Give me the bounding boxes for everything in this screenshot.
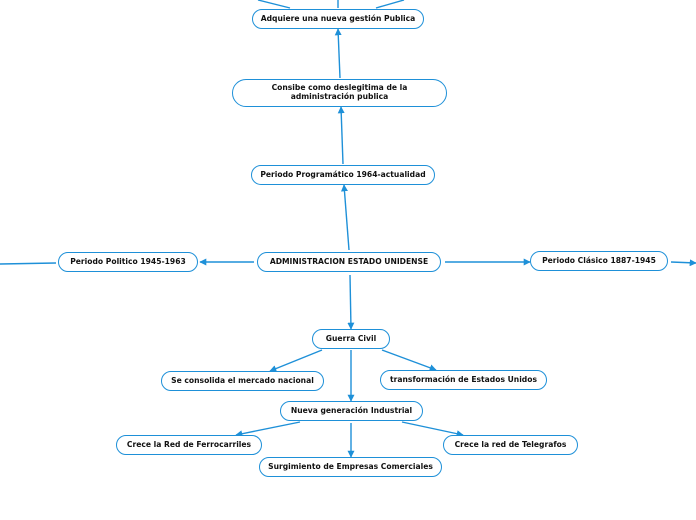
node-mercado-label: Se consolida el mercado nacional xyxy=(171,375,314,385)
edge-adquiere-up-right xyxy=(375,0,405,9)
edge-programatico-consibe xyxy=(337,106,345,165)
node-clasico[interactable]: Periodo Clásico 1887-1945 xyxy=(530,251,668,271)
node-consibe[interactable]: Consibe como deslegitima de la administr… xyxy=(232,79,447,107)
node-programatico-label: Periodo Programático 1964-actualidad xyxy=(260,169,426,179)
edge-consibe-adquiere xyxy=(334,28,342,79)
node-root[interactable]: ADMINISTRACION ESTADO UNIDENSE xyxy=(257,252,441,272)
edge-guerra-mercado xyxy=(269,349,323,372)
node-generacion[interactable]: Nueva generación Industrial xyxy=(280,401,423,421)
node-empresas-label: Surgimiento de Empresas Comerciales xyxy=(268,461,433,471)
node-guerra-label: Guerra Civil xyxy=(325,333,377,343)
node-transformacion[interactable]: transformación de Estados Unidos xyxy=(380,370,547,390)
node-ferrocarriles-label: Crece la Red de Ferrocarriles xyxy=(126,439,252,449)
node-clasico-label: Periodo Clásico 1887-1945 xyxy=(542,255,656,265)
node-empresas[interactable]: Surgimiento de Empresas Comerciales xyxy=(259,457,442,477)
node-consibe-label: Consibe como deslegitima de la administr… xyxy=(271,83,408,101)
node-programatico[interactable]: Periodo Programático 1964-actualidad xyxy=(251,165,435,185)
node-politico[interactable]: Periodo Politico 1945-1963 xyxy=(58,252,198,272)
edge-root-guerra xyxy=(347,274,355,330)
node-politico-label: Periodo Politico 1945-1963 xyxy=(70,256,186,266)
node-telegrafos-label: Crece la red de Telegrafos xyxy=(454,439,567,449)
node-adquiere[interactable]: Adquiere una nueva gestión Publica xyxy=(252,9,424,29)
edge-root-programatico xyxy=(340,184,350,251)
edge-guerra-transformacion xyxy=(381,349,437,372)
node-adquiere-label: Adquiere una nueva gestión Publica xyxy=(260,13,416,23)
node-transformacion-label: transformación de Estados Unidos xyxy=(390,374,537,384)
node-guerra[interactable]: Guerra Civil xyxy=(312,329,390,349)
edge-clasico-right xyxy=(670,259,696,267)
edge-generacion-ferrocarriles xyxy=(235,421,301,438)
node-mercado[interactable]: Se consolida el mercado nacional xyxy=(161,371,324,391)
edge-generacion-telegrafos xyxy=(401,421,464,438)
edge-adquiere-up-left xyxy=(257,0,291,9)
node-telegrafos[interactable]: Crece la red de Telegrafos xyxy=(443,435,578,455)
node-root-label: ADMINISTRACION ESTADO UNIDENSE xyxy=(269,256,429,266)
node-ferrocarriles[interactable]: Crece la Red de Ferrocarriles xyxy=(116,435,262,455)
edge-politico-left xyxy=(0,262,57,265)
node-generacion-label: Nueva generación Industrial xyxy=(290,405,413,415)
